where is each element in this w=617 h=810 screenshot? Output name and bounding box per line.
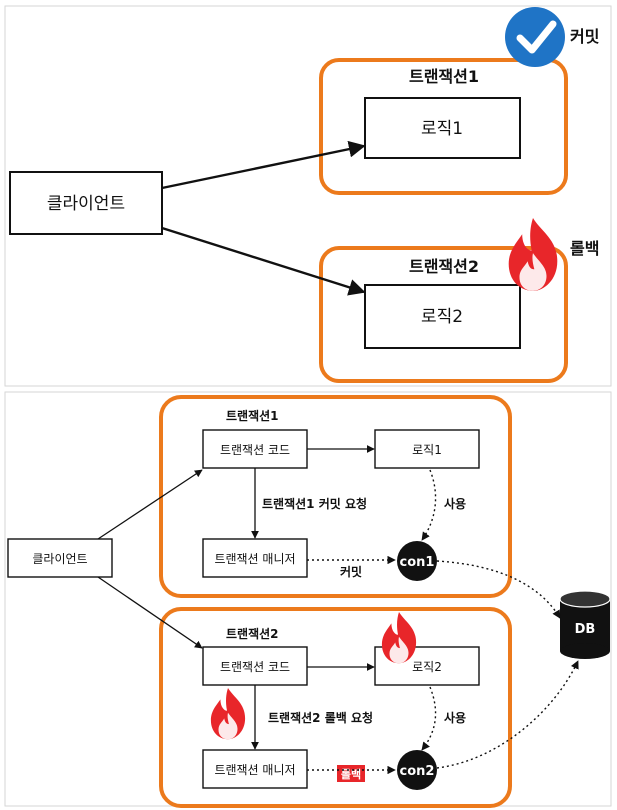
top-logic1-label: 로직1 bbox=[421, 119, 463, 139]
bottom-tx1-code-box bbox=[202, 429, 308, 469]
top-tx1-title: 트랜잭션1 bbox=[409, 67, 479, 86]
top-client-box bbox=[9, 171, 163, 235]
top-arrow-client-tx1 bbox=[161, 140, 366, 190]
db-cylinder bbox=[559, 590, 611, 659]
bottom-tx2-arrow-logic-con bbox=[421, 686, 437, 751]
bottom-con2-label: con2 bbox=[400, 764, 435, 779]
top-rollback-label: 롤백 bbox=[570, 239, 599, 258]
check-circle-icon bbox=[505, 7, 565, 67]
bottom-arrow-client-tx1 bbox=[97, 469, 203, 540]
bottom-rollback-badge bbox=[337, 765, 365, 782]
bottom-tx2-title: 트랜잭션2 bbox=[226, 626, 279, 641]
bottom-tx2-request-label: 트랜잭션2 롤백 요청 bbox=[268, 710, 373, 725]
bottom-panel bbox=[4, 391, 612, 807]
bottom-con1-label: con1 bbox=[400, 555, 435, 570]
bottom-tx2-use-label: 사용 bbox=[444, 710, 466, 725]
bottom-tx1-logic-label: 로직1 bbox=[412, 443, 442, 457]
bottom-tx2-container bbox=[159, 607, 512, 808]
bottom-tx2-code-label: 트랜잭션 코드 bbox=[220, 660, 290, 674]
bottom-client-label: 클라이언트 bbox=[32, 552, 87, 566]
top-logic1-box bbox=[364, 97, 521, 159]
bottom-tx1-arrow-logic-con bbox=[421, 469, 437, 541]
bottom-arrow-client-tx2 bbox=[97, 576, 203, 649]
bottom-tx1-manager-box bbox=[202, 538, 308, 578]
top-tx2-container bbox=[319, 246, 568, 383]
bottom-tx1-commit-label: 커밋 bbox=[340, 564, 362, 579]
bottom-tx2-manager-box bbox=[202, 749, 308, 789]
bottom-tx1-request-label: 트랜잭션1 커밋 요청 bbox=[262, 496, 367, 511]
bottom-tx2-logic-label: 로직2 bbox=[412, 660, 442, 674]
bottom-con2-node bbox=[397, 750, 437, 790]
bottom-tx1-manager-label: 트랜잭션 매니저 bbox=[214, 552, 295, 566]
bottom-con1-node bbox=[397, 541, 437, 581]
top-commit-label: 커밋 bbox=[570, 27, 599, 46]
bottom-rollback-badge-label: 롤백 bbox=[341, 767, 361, 781]
bottom-tx2-manager-label: 트랜잭션 매니저 bbox=[214, 763, 295, 777]
top-logic2-label: 로직2 bbox=[421, 307, 463, 327]
bottom-tx1-code-label: 트랜잭션 코드 bbox=[220, 443, 290, 457]
bottom-tx1-logic-box bbox=[374, 429, 480, 469]
top-tx2-title: 트랜잭션2 bbox=[409, 257, 479, 276]
top-logic2-box bbox=[364, 284, 521, 349]
bottom-arrow-con1-db bbox=[436, 560, 561, 619]
top-tx1-container bbox=[319, 58, 568, 195]
bottom-tx1-use-label: 사용 bbox=[444, 496, 466, 511]
bottom-tx1-title: 트랜잭션1 bbox=[226, 408, 279, 423]
db-label: DB bbox=[575, 622, 596, 637]
bottom-client-box bbox=[7, 538, 113, 578]
top-client-label: 클라이언트 bbox=[47, 194, 125, 214]
top-arrow-client-tx2 bbox=[161, 226, 366, 296]
